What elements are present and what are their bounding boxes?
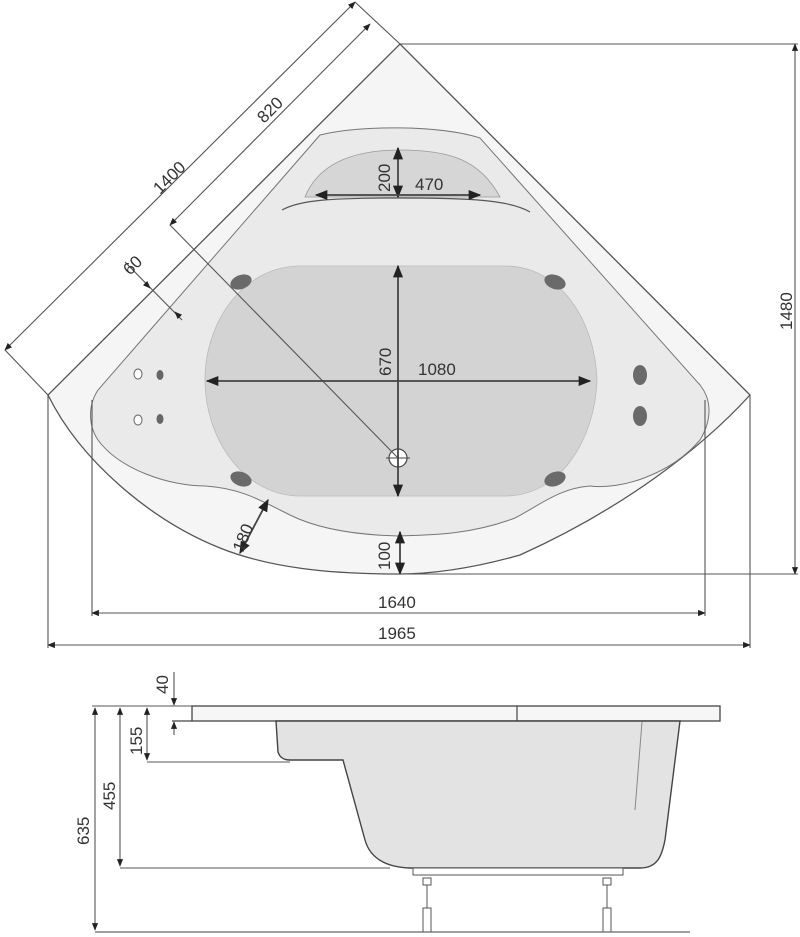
side-view: 635 455 155 40 <box>74 672 721 933</box>
dim-overall-width: 1965 <box>378 624 416 643</box>
dim-basin-depth-side: 455 <box>100 782 119 810</box>
dim-headrest-depth: 200 <box>375 164 394 192</box>
control-button-icon <box>156 414 164 424</box>
control-button-icon <box>156 370 164 380</box>
jet-icon <box>230 471 252 487</box>
leg-icon <box>422 877 432 933</box>
basin-shell <box>275 720 681 869</box>
jet-icon <box>544 274 566 290</box>
dim-rim-thickness: 40 <box>153 675 172 694</box>
jet-icon <box>544 471 566 487</box>
top-view: 1400 820 60 200 470 670 1080 180 100 164… <box>4 1 799 649</box>
dim-overall-depth: 1480 <box>777 292 796 330</box>
dim-overall-height: 635 <box>74 817 93 845</box>
dim-basin-length: 1080 <box>418 360 456 379</box>
dim-basin-depth: 670 <box>376 348 395 376</box>
dim-headrest-width: 470 <box>415 175 443 194</box>
dim-seat-depth: 155 <box>127 727 146 755</box>
dim-side-length: 1400 <box>149 158 189 198</box>
frame <box>412 867 624 876</box>
dim-rim-width: 60 <box>119 252 146 279</box>
control-button-icon <box>133 368 143 380</box>
jet-icon <box>633 406 647 426</box>
leg-icon <box>602 877 612 933</box>
control-button-icon <box>133 414 143 426</box>
dim-inner-width: 1640 <box>378 593 416 612</box>
dim-front-rim: 100 <box>375 542 394 570</box>
rim <box>191 705 721 722</box>
jet-icon <box>633 365 647 385</box>
